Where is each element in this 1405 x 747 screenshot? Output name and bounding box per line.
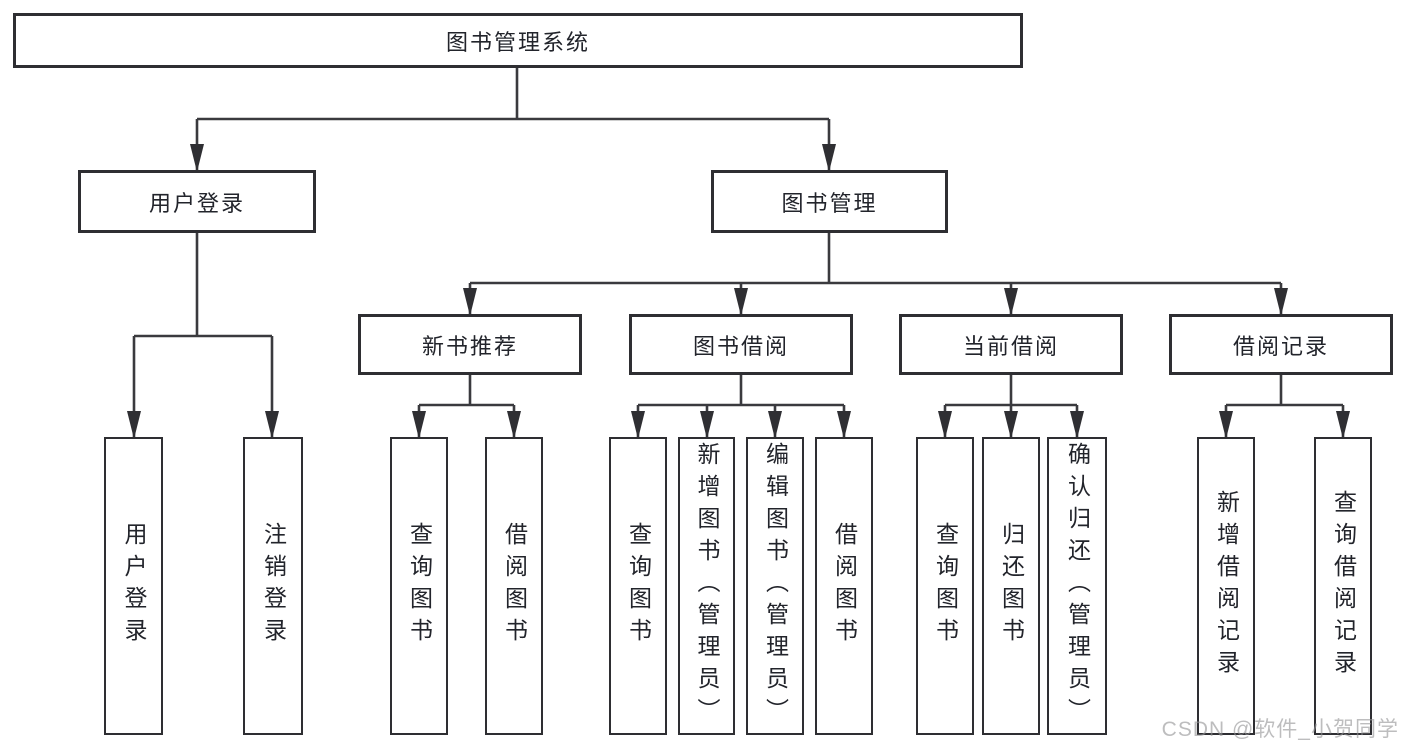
arrowheads (127, 144, 1350, 439)
node-book-management: 图书管理 (711, 170, 948, 233)
leaf-query-book-borrow: 查询图书 (609, 437, 667, 735)
node-borrow-records: 借阅记录 (1169, 314, 1393, 375)
leaf-borrow-book: 借阅图书 (815, 437, 873, 735)
node-current-borrow: 当前借阅 (899, 314, 1123, 375)
leaf-user-login: 用户登录 (104, 437, 163, 735)
leaf-label: 注销登录 (260, 522, 287, 650)
leaf-label: 归还图书 (998, 522, 1025, 650)
leaf-label: 查询图书 (932, 522, 959, 650)
node-book-borrow: 图书借阅 (629, 314, 853, 375)
leaf-label: 用户登录 (121, 522, 147, 650)
leaf-label: 查询图书 (406, 522, 433, 650)
leaf-label: 编辑图书（管理员） (762, 442, 789, 730)
leaf-add-borrow-record: 新增借阅记录 (1197, 437, 1255, 735)
leaf-return-book: 归还图书 (982, 437, 1040, 735)
csdn-watermark: CSDN @软件_小贺同学 (1161, 718, 1399, 741)
leaf-query-book-recommend: 查询图书 (390, 437, 448, 735)
leaf-label: 借阅图书 (501, 522, 528, 650)
leaf-label: 确认归还（管理员） (1064, 442, 1091, 730)
leaf-label: 查询借阅记录 (1330, 490, 1357, 682)
leaf-edit-book-admin: 编辑图书（管理员） (746, 437, 804, 735)
node-root-system: 图书管理系统 (13, 13, 1023, 68)
leaf-label: 新增借阅记录 (1213, 490, 1240, 682)
leaf-query-borrow-record: 查询借阅记录 (1314, 437, 1372, 735)
leaf-confirm-return-admin: 确认归还（管理员） (1047, 437, 1107, 735)
leaf-add-book-admin: 新增图书（管理员） (678, 437, 735, 735)
leaf-logout: 注销登录 (243, 437, 303, 735)
leaf-label: 新增图书（管理员） (694, 442, 720, 730)
leaf-label: 查询图书 (625, 522, 652, 650)
leaf-borrow-book-recommend: 借阅图书 (485, 437, 543, 735)
leaf-query-book-current: 查询图书 (916, 437, 974, 735)
leaf-label: 借阅图书 (831, 522, 858, 650)
node-user-login: 用户登录 (78, 170, 316, 233)
node-new-book-recommend: 新书推荐 (358, 314, 582, 375)
